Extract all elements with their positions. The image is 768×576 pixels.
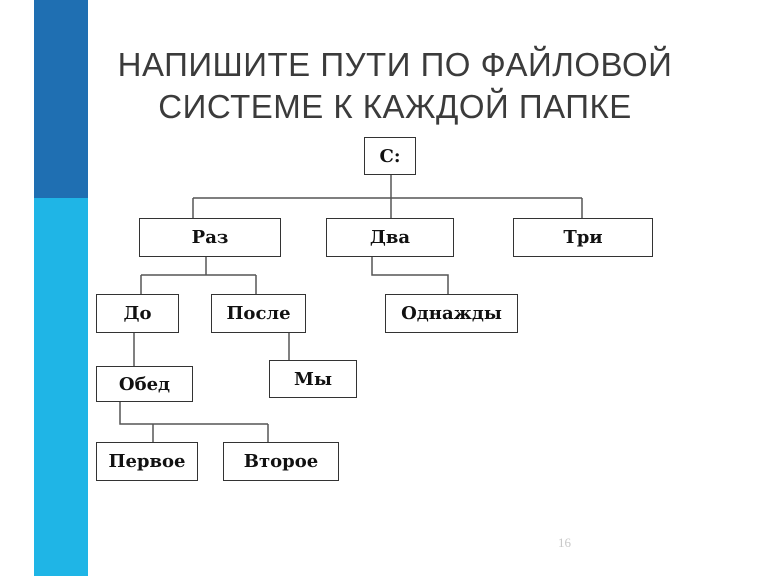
connector-odnazhdy (371, 257, 449, 294)
folder-do: До (96, 294, 179, 333)
folder-pervoe: Первое (96, 442, 198, 481)
slide-title-line-2: СИСТЕМЕ К КАЖДОЙ ПАПКЕ (158, 88, 632, 125)
accent-bar-dark (34, 0, 88, 198)
folder-my: Мы (269, 360, 357, 398)
slide-title-line-1: НАПИШИТЕ ПУТИ ПО ФАЙЛОВОЙ (117, 46, 673, 83)
folder-obed: Обед (96, 366, 193, 402)
page-number: 16 (558, 535, 571, 550)
folder-root: C: (364, 137, 416, 175)
folder-tri: Три (513, 218, 653, 257)
connector-obed-down (119, 402, 153, 425)
slide-title: НАПИШИТЕ ПУТИ ПО ФАЙЛОВОЙ СИСТЕМЕ К КАЖД… (95, 44, 695, 128)
folder-odnazhdy: Однажды (385, 294, 518, 333)
folder-raz: Раз (139, 218, 281, 257)
accent-bar-light (34, 198, 88, 576)
folder-vtoroe: Второе (223, 442, 339, 481)
folder-dva: Два (326, 218, 454, 257)
folder-posle: После (211, 294, 306, 333)
